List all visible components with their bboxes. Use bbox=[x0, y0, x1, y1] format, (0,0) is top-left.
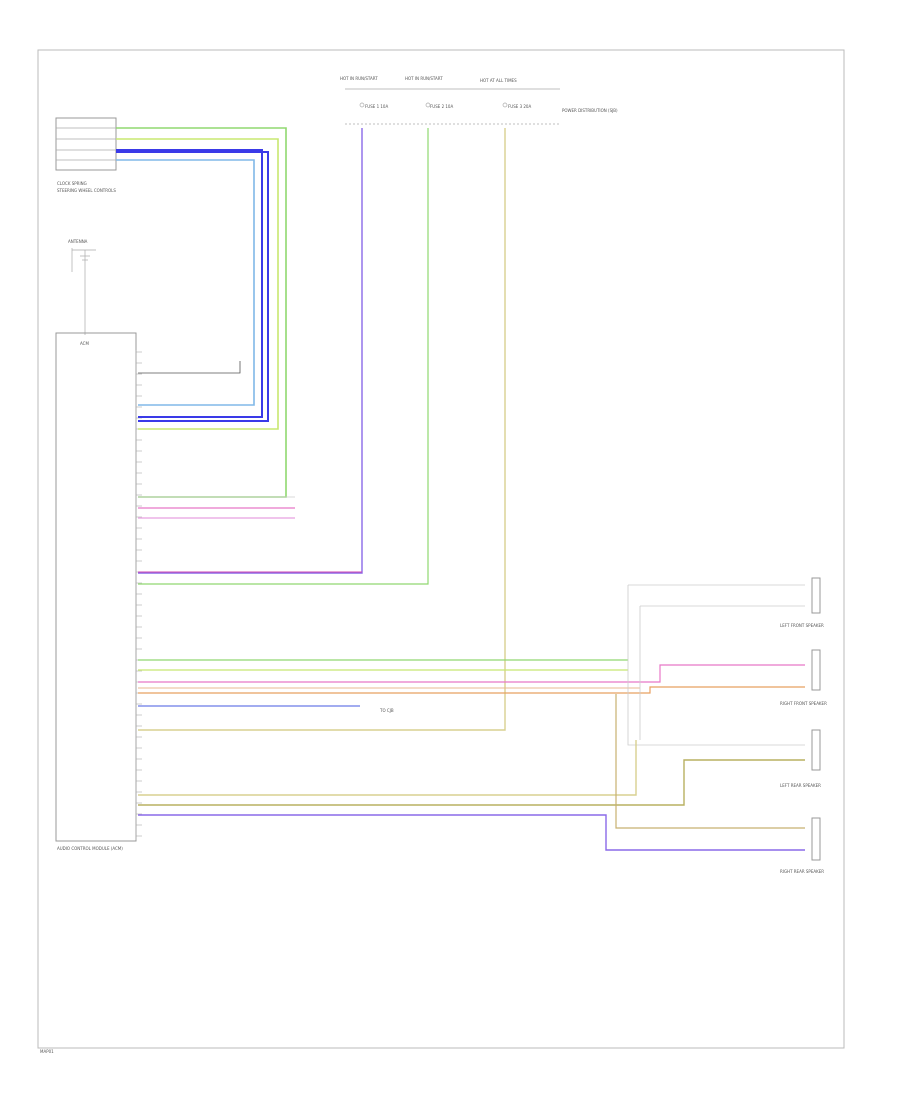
wire-antenna bbox=[138, 361, 241, 374]
fuse-3-label: FUSE 3 20A bbox=[508, 104, 531, 109]
clock-spring-box bbox=[55, 117, 117, 171]
fuse-label-3: HOT AT ALL TIMES bbox=[480, 78, 517, 83]
fuse-3-symbol bbox=[502, 102, 508, 108]
fuse-1-symbol bbox=[359, 102, 365, 108]
speaker-left-front: LEFT FRONT SPEAKER bbox=[780, 577, 824, 628]
acm-box bbox=[55, 332, 137, 842]
rf-speaker-body bbox=[811, 649, 821, 691]
wire-rr-minus bbox=[138, 814, 805, 851]
power-distribution-note: POWER DISTRIBUTION (SJB) bbox=[562, 108, 618, 113]
wire-lr-minus bbox=[138, 759, 805, 806]
acm-pin-ticks bbox=[136, 351, 142, 837]
steering-controls-label: STEERING WHEEL CONTROLS bbox=[57, 188, 116, 193]
antenna-label: ANTENNA bbox=[68, 239, 88, 244]
acm-label: ACM bbox=[80, 341, 89, 346]
wire-swc-4 bbox=[116, 159, 255, 406]
clock-spring-connector: CLOCK SPRING STEERING WHEEL CONTROLS bbox=[55, 117, 117, 193]
wire-swc-3 bbox=[116, 149, 263, 418]
antenna: ANTENNA bbox=[68, 239, 96, 335]
fuse-label-1: HOT IN RUN/START bbox=[340, 76, 378, 81]
fuse-1-label: FUSE 1 10A bbox=[365, 104, 388, 109]
wire-rf-minus bbox=[138, 686, 805, 694]
speaker-right-rear: RIGHT REAR SPEAKER bbox=[780, 817, 824, 874]
rr-speaker-body bbox=[811, 817, 821, 861]
wire-swc-5 bbox=[116, 151, 269, 422]
speaker-left-rear: LEFT REAR SPEAKER bbox=[780, 729, 821, 788]
rr-speaker-label: RIGHT REAR SPEAKER bbox=[780, 869, 824, 874]
lf-speaker-body bbox=[811, 577, 821, 614]
to-cjb-label: TO CJB bbox=[379, 708, 394, 713]
audio-control-module: ACM AUDIO CONTROL MODULE (ACM) bbox=[55, 332, 137, 851]
lr-speaker-label: LEFT REAR SPEAKER bbox=[780, 783, 821, 788]
wire-swc-1 bbox=[116, 127, 287, 498]
fuse-2-label: FUSE 2 10A bbox=[430, 104, 453, 109]
page-id: MAP01 bbox=[40, 1049, 54, 1054]
wire-fuse2-green bbox=[138, 128, 429, 585]
rf-speaker-label: RIGHT FRONT SPEAKER bbox=[780, 701, 827, 706]
wire-fuse1-violet bbox=[138, 128, 363, 574]
wire-fuse3-yellow bbox=[138, 128, 506, 731]
acm-module-label: AUDIO CONTROL MODULE (ACM) bbox=[57, 846, 123, 851]
wire-lf-gray-2 bbox=[627, 585, 805, 746]
lf-speaker-label: LEFT FRONT SPEAKER bbox=[780, 623, 824, 628]
wire-lr-plus bbox=[138, 740, 637, 796]
speaker-right-front: RIGHT FRONT SPEAKER bbox=[780, 649, 827, 706]
wires bbox=[116, 127, 805, 851]
clock-spring-label: CLOCK SPRING bbox=[57, 181, 87, 186]
fuse-2-symbol bbox=[425, 102, 431, 108]
wire-rr-plus bbox=[615, 694, 805, 829]
fuse-block: HOT IN RUN/START HOT IN RUN/START HOT AT… bbox=[340, 76, 618, 125]
wire-swc-2 bbox=[116, 138, 279, 430]
fuse-label-2: HOT IN RUN/START bbox=[405, 76, 443, 81]
lr-speaker-body bbox=[811, 729, 821, 771]
diagram-frame bbox=[37, 49, 845, 1049]
wire-rf-plus bbox=[138, 664, 805, 683]
